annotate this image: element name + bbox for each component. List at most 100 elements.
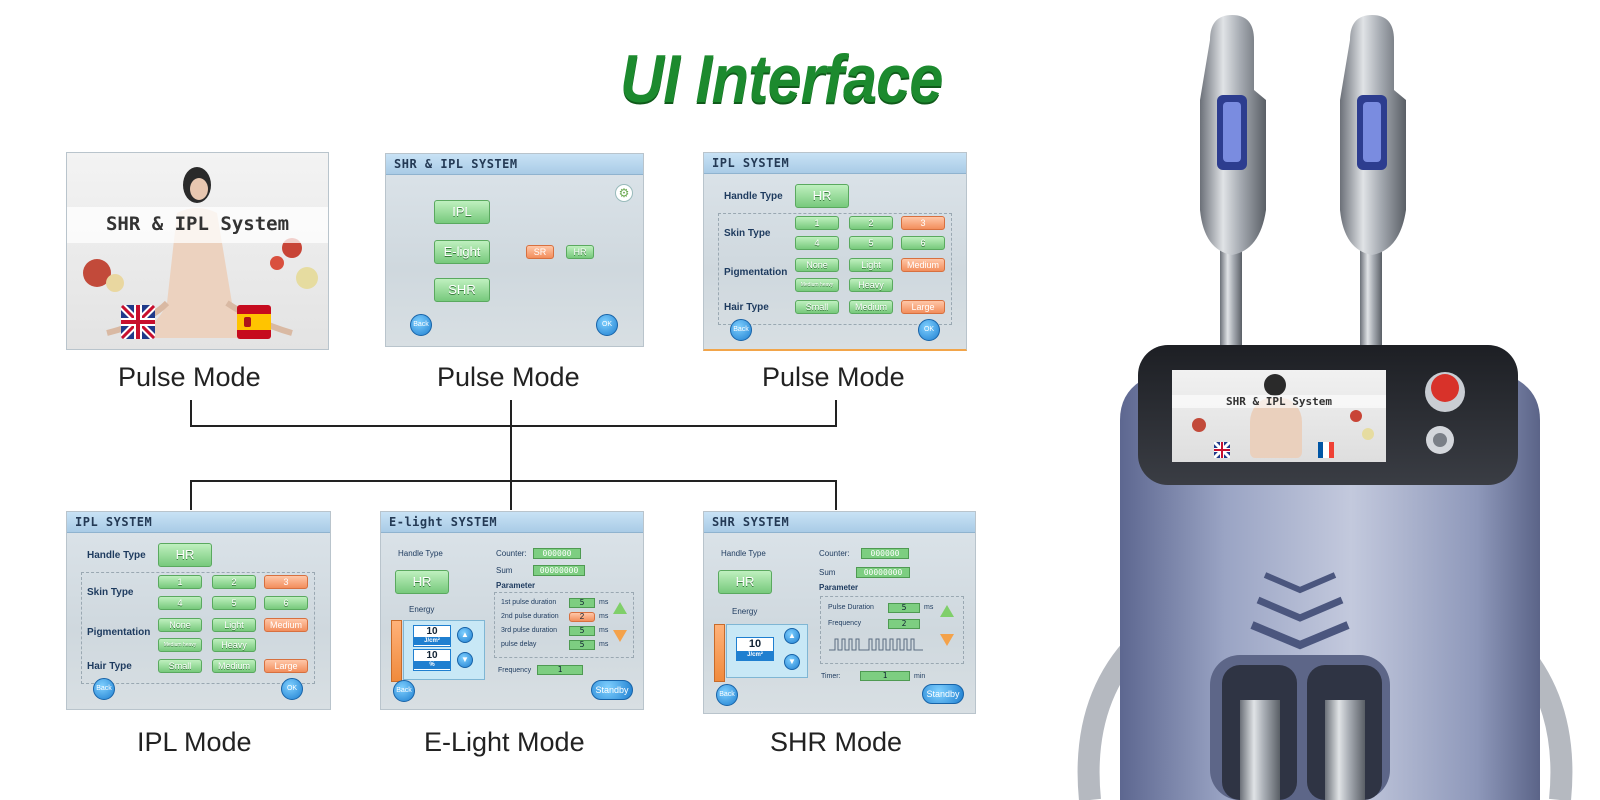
skin-type-label: Skin Type (724, 228, 771, 239)
handle-type-button[interactable]: HR (718, 570, 772, 594)
ok-button[interactable]: OK (918, 319, 940, 341)
pulse-duration-unit: ms (924, 604, 934, 611)
ipl-header: IPL SYSTEM (75, 515, 153, 529)
pig-heavy-button[interactable]: Heavy (849, 278, 893, 292)
pig-none-button[interactable]: None (158, 618, 202, 632)
pig-medium-heavy-button[interactable]: Medium heavy (158, 638, 202, 652)
ipl-button[interactable]: IPL (434, 200, 490, 224)
skin-1-button[interactable]: 1 (158, 575, 202, 589)
fruit-decoration (1350, 410, 1362, 422)
france-flag-icon[interactable] (1318, 442, 1334, 458)
skin-3-button[interactable]: 3 (901, 216, 945, 230)
shr-button[interactable]: SHR (434, 278, 490, 302)
pig-medium-button[interactable]: Medium (901, 258, 945, 272)
elight-button[interactable]: E-light (434, 240, 490, 264)
energy-unit: J/cm² (737, 651, 773, 660)
frequency-label: Frequency (498, 667, 532, 674)
pig-none-button[interactable]: None (795, 258, 839, 272)
standby-button[interactable]: Standby (591, 680, 633, 700)
handle-type-button[interactable]: HR (395, 570, 449, 594)
standby-button[interactable]: Standby (922, 684, 964, 704)
back-button[interactable]: Back (410, 314, 432, 336)
energy-down-arrow-icon[interactable]: ▼ (784, 654, 800, 670)
ok-button[interactable]: OK (281, 678, 303, 700)
skin-1-button[interactable]: 1 (795, 216, 839, 230)
gear-icon[interactable]: ⚙ (615, 184, 633, 202)
hair-medium-button[interactable]: Medium (212, 659, 256, 673)
energy-value: 10 (426, 626, 438, 637)
skin-4-button[interactable]: 4 (158, 596, 202, 610)
back-button[interactable]: Back (93, 678, 115, 700)
back-button[interactable]: Back (393, 680, 415, 702)
connector (190, 425, 837, 427)
ipl-top-header: IPL SYSTEM (712, 156, 790, 170)
machine-screen-title: SHR & IPL System (1172, 395, 1386, 408)
shr-header-bar: SHR SYSTEM (704, 512, 975, 533)
energy-down-arrow-icon[interactable]: ▼ (457, 652, 473, 668)
energy-label: Energy (732, 607, 758, 616)
uk-flag-icon[interactable] (1212, 440, 1232, 460)
sum-label: Sum (496, 566, 513, 575)
pulse-duration-label: Pulse Duration (828, 604, 874, 611)
hair-medium-button[interactable]: Medium (849, 300, 893, 314)
pig-heavy-button[interactable]: Heavy (212, 638, 256, 652)
pig-light-button[interactable]: Light (212, 618, 256, 632)
hair-large-button[interactable]: Large (901, 300, 945, 314)
pig-medium-button[interactable]: Medium (264, 618, 308, 632)
caption-bottom-3: SHR Mode (770, 727, 903, 757)
connector (190, 480, 192, 510)
skin-4-button[interactable]: 4 (795, 236, 839, 250)
connector (835, 400, 837, 427)
page-title: UI Interface (620, 41, 943, 117)
pulse-waveform-icon (829, 638, 923, 651)
machine-figure-body (1250, 398, 1302, 458)
select-header-bar: SHR & IPL SYSTEM (386, 154, 643, 175)
timer-unit: min (914, 673, 926, 680)
hair-small-button[interactable]: Small (158, 659, 202, 673)
handle-type-button[interactable]: HR (795, 184, 849, 208)
ok-button[interactable]: OK (596, 314, 618, 336)
energy-up-arrow-icon[interactable]: ▲ (457, 627, 473, 643)
param-label-4: pulse delay (501, 641, 537, 648)
options-frame (81, 572, 315, 684)
handle-type-button[interactable]: HR (158, 543, 212, 567)
param-value-1: 5 (569, 598, 595, 608)
param-down-arrow-icon[interactable] (940, 634, 954, 646)
pigmentation-label: Pigmentation (87, 627, 151, 638)
skin-5-button[interactable]: 5 (212, 596, 256, 610)
skin-2-button[interactable]: 2 (212, 575, 256, 589)
caption-top-3: Pulse Mode (762, 362, 905, 392)
energy-value: 10 (748, 638, 762, 650)
back-button[interactable]: Back (716, 684, 738, 706)
skin-3-button[interactable]: 3 (264, 575, 308, 589)
skin-2-button[interactable]: 2 (849, 216, 893, 230)
param-up-arrow-icon[interactable] (613, 602, 627, 614)
ipl-top-header-bar: IPL SYSTEM (704, 153, 966, 174)
spain-flag-icon[interactable] (237, 305, 271, 339)
pig-medium-heavy-button[interactable]: Medium heavy (795, 278, 839, 292)
skin-5-button[interactable]: 5 (849, 236, 893, 250)
hair-small-button[interactable]: Small (795, 300, 839, 314)
machine-figure (1264, 374, 1286, 396)
back-button[interactable]: Back (730, 319, 752, 341)
machine-touchscreen[interactable]: SHR & IPL System (1172, 370, 1386, 462)
frequency-label: Frequency (828, 620, 862, 627)
param-down-arrow-icon[interactable] (613, 630, 627, 642)
skin-6-button[interactable]: 6 (901, 236, 945, 250)
hr-button[interactable]: HR (566, 245, 594, 259)
sr-button[interactable]: SR (526, 245, 554, 259)
param-up-arrow-icon[interactable] (940, 605, 954, 617)
parameter-label: Parameter (819, 583, 859, 592)
splash-screen: SHR & IPL System (66, 152, 329, 350)
hair-large-button[interactable]: Large (264, 659, 308, 673)
skin-6-button[interactable]: 6 (264, 596, 308, 610)
woman-figure-image (83, 167, 318, 338)
pig-light-button[interactable]: Light (849, 258, 893, 272)
uk-flag-icon[interactable] (121, 305, 155, 339)
param-label-3: 3rd pulse duration (501, 627, 558, 634)
connector (190, 400, 192, 427)
sum-value: 00000000 (533, 565, 585, 576)
energy-up-arrow-icon[interactable]: ▲ (784, 628, 800, 644)
parameter-frame (494, 592, 634, 658)
ipl-header-bar: IPL SYSTEM (67, 512, 330, 533)
